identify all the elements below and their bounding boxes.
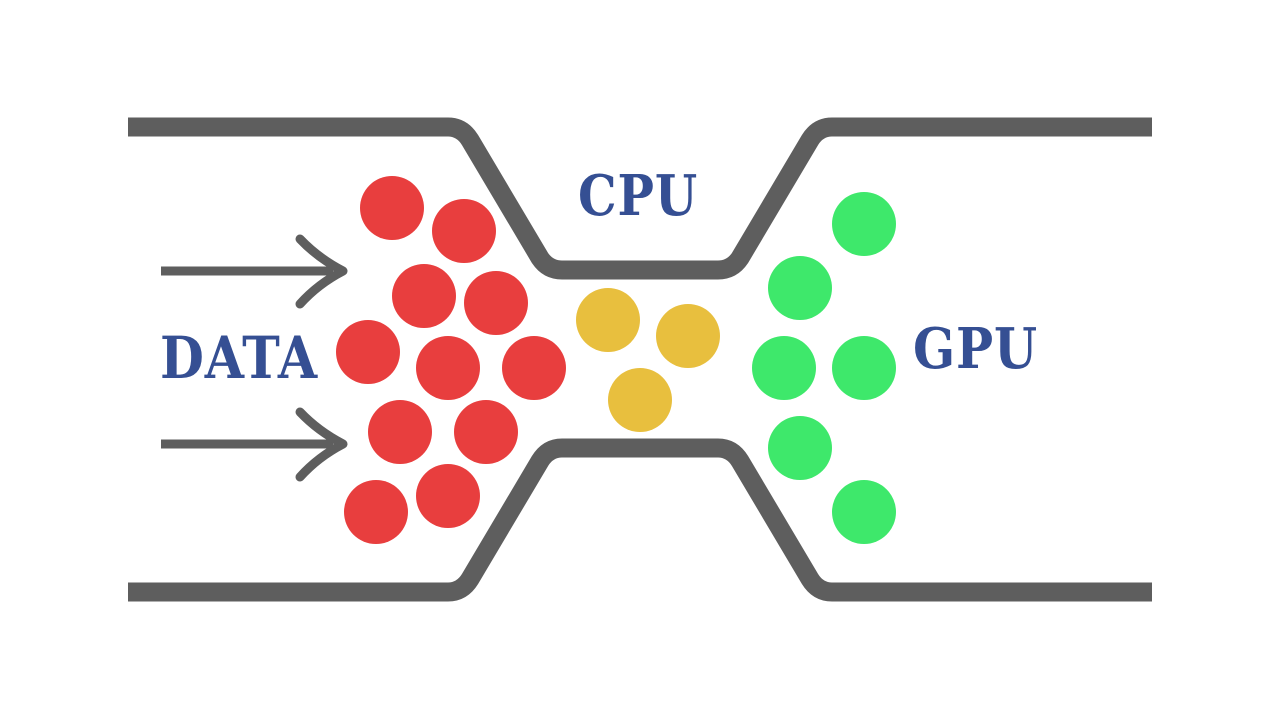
data-particle xyxy=(416,336,480,400)
gpu-particle xyxy=(768,256,832,320)
gpu-particle xyxy=(832,192,896,256)
data-particle xyxy=(464,271,528,335)
data-particle xyxy=(432,199,496,263)
gpu-label: GPU xyxy=(913,316,1038,382)
data-particle xyxy=(454,400,518,464)
cpu-particle xyxy=(656,304,720,368)
input-arrows xyxy=(161,234,348,482)
gpu-particle xyxy=(752,336,816,400)
data-particle-cluster xyxy=(336,176,566,544)
data-particle xyxy=(344,480,408,544)
pipe-bottom-wall xyxy=(128,438,1152,602)
data-particle xyxy=(360,176,424,240)
data-particle xyxy=(336,320,400,384)
cpu-particle xyxy=(608,368,672,432)
data-particle xyxy=(416,464,480,528)
cpu-particle-cluster xyxy=(576,288,720,432)
pipe-top-wall xyxy=(128,117,1152,280)
gpu-particle xyxy=(768,416,832,480)
gpu-particle xyxy=(832,336,896,400)
arrow-right-icon xyxy=(161,407,348,482)
data-particle xyxy=(502,336,566,400)
data-particle xyxy=(368,400,432,464)
cpu-label: CPU xyxy=(578,163,698,229)
arrow-right-icon xyxy=(161,234,348,309)
gpu-particle-cluster xyxy=(752,192,896,544)
gpu-particle xyxy=(832,480,896,544)
data-particle xyxy=(392,264,456,328)
cpu-particle xyxy=(576,288,640,352)
data-label: DATA xyxy=(160,324,318,392)
